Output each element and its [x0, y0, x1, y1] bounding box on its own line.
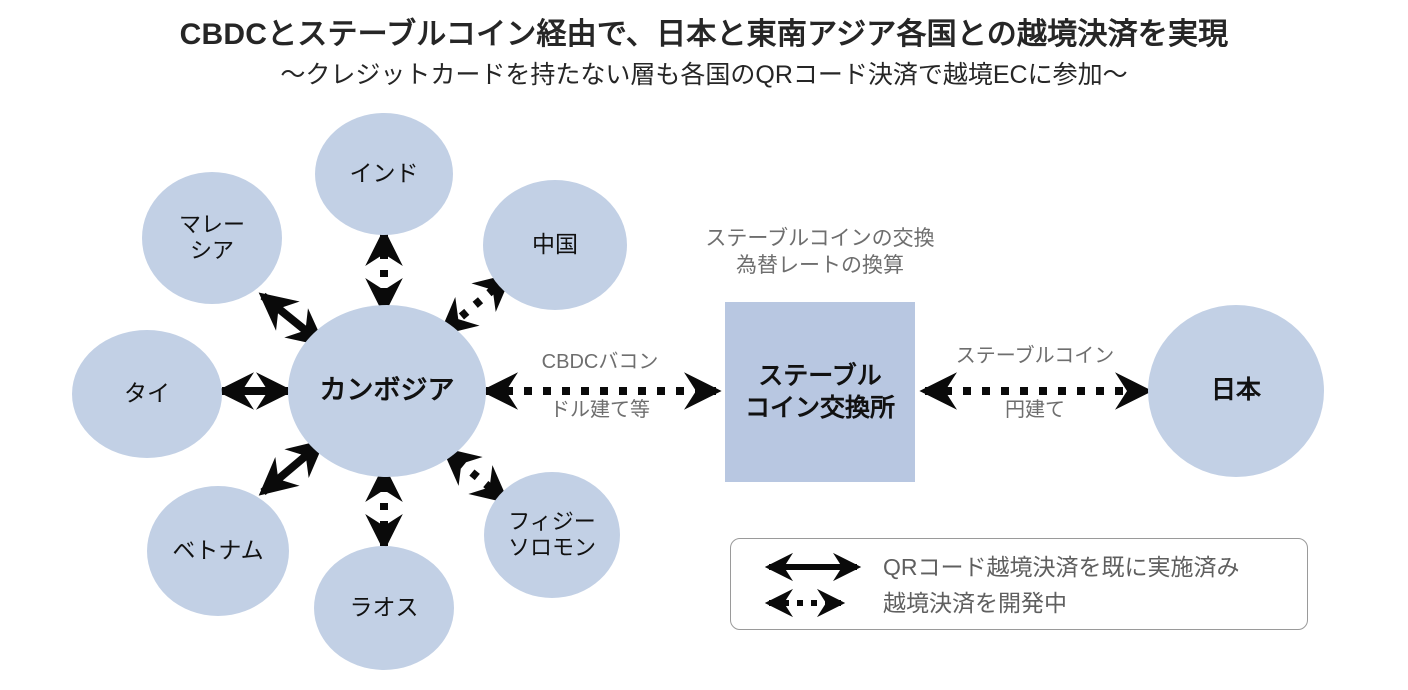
exchange-top-caption: ステーブルコインの交換 為替レートの換算: [705, 227, 935, 278]
node-fiji-solomon[interactable]: フィジー ソロモン: [484, 472, 620, 598]
node-vietnam[interactable]: ベトナム: [147, 486, 289, 616]
node-india[interactable]: インド: [315, 113, 453, 235]
arrow-fiji-solomon-cambodia: [441, 447, 510, 504]
node-thailand[interactable]: タイ: [72, 330, 222, 458]
node-vietnam-label: ベトナム: [172, 537, 264, 564]
node-cambodia[interactable]: カンボジア: [288, 305, 486, 477]
legend-label-solid: QRコード越境決済を既に実施済み: [883, 553, 1240, 580]
node-china[interactable]: 中国: [483, 180, 627, 310]
node-fiji-solomon-label: フィジー ソロモン: [507, 509, 596, 560]
title-block: CBDCとステーブルコイン経由で、日本と東南アジア各国との越境決済を実現 〜クレ…: [0, 16, 1408, 91]
legend-row-dotted: 越境決済を開発中: [747, 585, 1293, 621]
node-laos[interactable]: ラオス: [314, 546, 454, 670]
edge-label-cbdc-top: CBDCバコン: [541, 351, 659, 373]
stablecoin-exchange-box[interactable]: ステーブル コイン交換所: [725, 302, 915, 482]
legend-dotted-arrow-icon: [764, 588, 846, 618]
page-subtitle: 〜クレジットカードを持たない層も各国のQRコード決済で越境ECに参加〜: [280, 60, 1128, 89]
node-thailand-label: タイ: [124, 380, 170, 407]
legend-solid-arrow-icon: [764, 552, 862, 582]
node-laos-label: ラオス: [349, 594, 419, 621]
page-title: CBDCとステーブルコイン経由で、日本と東南アジア各国との越境決済を実現: [179, 18, 1229, 51]
legend: QRコード越境決済を既に実施済み 越境決済を開発中: [730, 538, 1308, 630]
node-malaysia-label: マレー シア: [178, 212, 245, 263]
node-cambodia-label: カンボジア: [319, 375, 455, 406]
node-japan-label: 日本: [1210, 376, 1261, 405]
legend-label-dotted: 越境決済を開発中: [883, 589, 1067, 616]
arrow-vietnam-cambodia: [258, 439, 326, 496]
node-japan[interactable]: 日本: [1148, 305, 1324, 477]
edge-label-stablecoin-top: ステーブルコイン: [955, 345, 1115, 367]
edge-label-stablecoin-bottom: 円建て: [1005, 399, 1065, 421]
node-india-label: インド: [349, 160, 419, 187]
node-china-label: 中国: [532, 231, 578, 258]
legend-row-solid: QRコード越境決済を既に実施済み: [747, 549, 1293, 585]
node-malaysia[interactable]: マレー シア: [142, 172, 282, 304]
edge-label-cbdc-bottom: ドル建て等: [550, 399, 650, 421]
stablecoin-exchange-label: ステーブル コイン交換所: [744, 361, 895, 423]
